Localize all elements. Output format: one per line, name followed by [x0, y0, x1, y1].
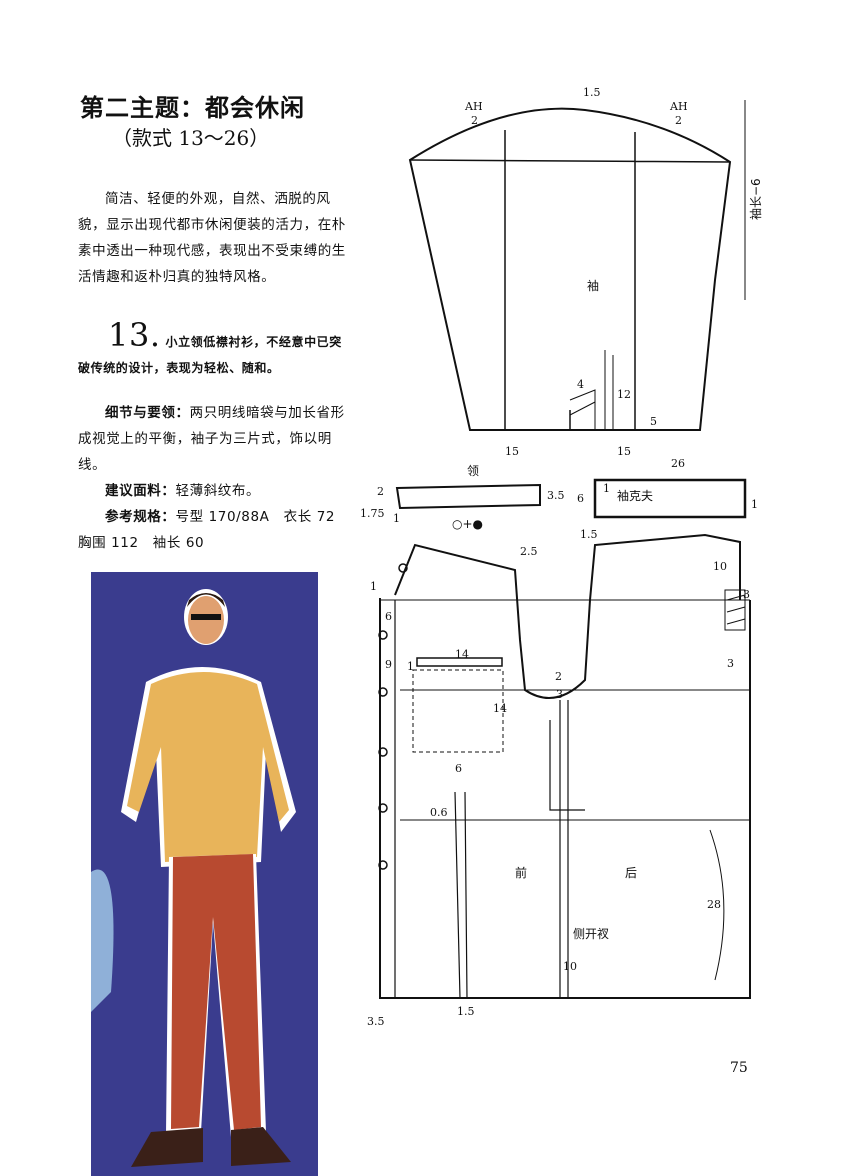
label-cuff-1b: 1: [751, 498, 758, 511]
label-cuff-1: 1: [603, 482, 610, 495]
label-cuff-6: 6: [577, 492, 584, 505]
specs-label: 参考规格：: [105, 509, 176, 525]
page-title: 第二主题：都会休闲: [80, 94, 305, 122]
label-pocket-h-14: 14: [493, 702, 507, 715]
label-shoulder-1-5: 1.5: [580, 528, 598, 541]
label-ah-left: AH: [464, 100, 483, 113]
label-pocket-1: 1: [407, 660, 414, 673]
page-subtitle: （款式 13～26）: [112, 126, 270, 150]
label-body-0-6: 0.6: [430, 806, 448, 819]
label-4: 4: [577, 378, 584, 391]
label-body-3: 3: [556, 688, 563, 701]
label-5: 5: [650, 415, 657, 428]
label-collar-formula: ○+●: [452, 517, 483, 531]
label-15a: 15: [505, 445, 519, 458]
label-hem-1-5: 1.5: [457, 1005, 475, 1018]
specs-text: 号型 170/88A 衣长 72 胸围 112 袖长 60: [78, 509, 350, 551]
label-body-6b: 6: [455, 762, 462, 775]
label-15b: 15: [617, 445, 631, 458]
label-cuff-26: 26: [671, 457, 685, 470]
label-collar-3-5: 3.5: [547, 489, 565, 502]
label-cuff: 袖克夫: [617, 488, 653, 503]
label-ah-right: AH: [669, 100, 688, 113]
label-ah-right-den: 2: [675, 114, 682, 127]
fabric-label: 建议面料：: [105, 483, 176, 499]
label-body-6: 6: [385, 610, 392, 623]
details-block: 细节与要领：两只明线暗袋与加长省形成视觉上的平衡，袖子为三片式，饰以明线。 建议…: [78, 400, 350, 556]
label-back: 后: [625, 866, 637, 880]
label-hem-3-5: 3.5: [367, 1015, 385, 1028]
label-body-10b: 10: [563, 960, 577, 973]
label-body-3a: 3: [743, 588, 750, 601]
label-collar: 领: [467, 464, 479, 478]
label-collar-1-75: 1.75: [360, 507, 385, 520]
fabric-text: 轻薄斜纹布。: [175, 483, 261, 499]
pattern-diagram: AH 2 1.5 AH 2 袖长−6 袖 4 12 5 15 15 领 2 3.…: [360, 86, 763, 1028]
fashion-illustration: [91, 572, 318, 1176]
label-front: 前: [515, 865, 527, 880]
label-body-1: 1: [370, 580, 377, 593]
label-pocket-14: 14: [455, 648, 469, 661]
label-collar-1: 1: [393, 512, 400, 525]
label-sleeve: 袖: [587, 278, 599, 293]
label-body-28: 28: [707, 898, 721, 911]
style-text: 小立领低襟衬衫，不经意中已突破传统的设计，表现为轻松、随和。: [78, 335, 342, 375]
page-number: 75: [730, 1060, 748, 1076]
intro-paragraph: 简洁、轻便的外观，自然、洒脱的风貌，显示出现代都市休闲便装的活力，在朴素中透出一…: [78, 191, 346, 285]
label-neck-2-5: 2.5: [520, 545, 538, 558]
label-ah-left-den: 2: [471, 114, 478, 127]
label-12: 12: [617, 388, 631, 401]
label-collar-2: 2: [377, 485, 384, 498]
label-body-3b: 3: [727, 657, 734, 670]
details-label: 细节与要领：: [105, 405, 190, 421]
label-body-2: 2: [555, 670, 562, 683]
details-text: 两只明线暗袋与加长省形成视觉上的平衡，袖子为三片式，饰以明线。: [78, 405, 345, 473]
label-side-vent: 侧开衩: [573, 927, 609, 941]
label-sleeve-top: 1.5: [583, 86, 601, 99]
label-sleeve-length: 袖长−6: [748, 178, 763, 220]
label-body-10: 10: [713, 560, 727, 573]
label-body-9: 9: [385, 658, 392, 671]
style-description: 13. 小立领低襟衬衫，不经意中已突破传统的设计，表现为轻松、随和。: [78, 319, 346, 381]
style-number: 13.: [108, 316, 161, 354]
